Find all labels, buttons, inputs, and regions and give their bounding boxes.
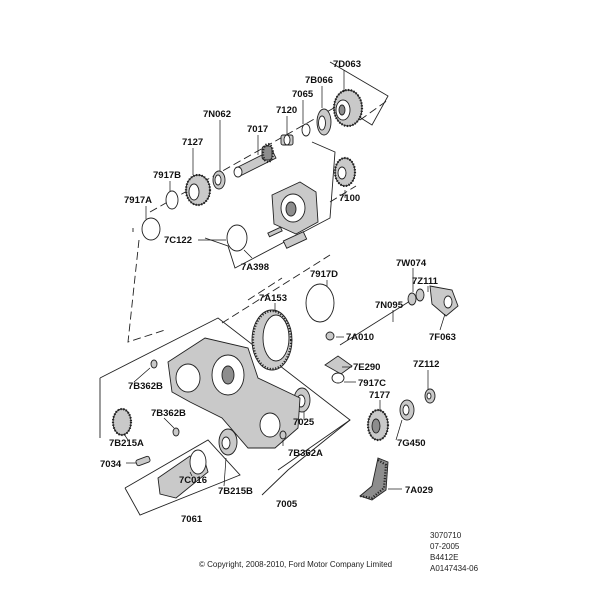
drawing-revision: B4412E bbox=[430, 553, 458, 562]
label-7F063: 7F063 bbox=[429, 332, 456, 343]
chain-7A029-drawing bbox=[359, 457, 389, 501]
gear-7D063-drawing bbox=[332, 88, 364, 128]
shift-rail-7N095-drawing bbox=[339, 285, 459, 346]
copyright-notice: © Copyright, 2008-2010, Ford Motor Compa… bbox=[199, 560, 392, 569]
part-7120-drawing bbox=[280, 134, 294, 146]
drawing-reference: A0147434-06 bbox=[430, 564, 479, 573]
label-7A398: 7A398 bbox=[241, 262, 269, 273]
leader-lines bbox=[123, 70, 446, 490]
fork-7E290-drawing bbox=[324, 355, 353, 375]
label-7025: 7025 bbox=[293, 417, 315, 428]
label-7E290: 7E290 bbox=[353, 362, 380, 373]
drawing-code: 3070710 bbox=[430, 531, 462, 540]
snap-ring-7917B-drawing bbox=[165, 190, 179, 210]
label-7C122: 7C122 bbox=[164, 235, 192, 246]
label-7A153: 7A153 bbox=[259, 293, 287, 304]
label-7B362A: 7B362A bbox=[288, 448, 323, 459]
label-7005: 7005 bbox=[276, 499, 298, 510]
gear-7100-drawing bbox=[333, 156, 357, 188]
label-7B362B-upper: 7B362B bbox=[128, 381, 163, 392]
label-7A010: 7A010 bbox=[346, 332, 374, 343]
snap-ring-7917A-drawing bbox=[141, 217, 161, 241]
seal-7B215A-drawing bbox=[111, 407, 133, 437]
ring-gear-7A153-drawing bbox=[251, 309, 293, 371]
snap-ring-7C122-drawing bbox=[226, 224, 248, 252]
label-7G450: 7G450 bbox=[397, 438, 426, 449]
label-7N095: 7N095 bbox=[375, 300, 404, 311]
snap-ring-7917C-drawing bbox=[331, 372, 345, 384]
part-7A010-drawing bbox=[325, 331, 335, 341]
label-7061: 7061 bbox=[181, 514, 203, 525]
label-7065: 7065 bbox=[292, 89, 314, 100]
gear-7177-drawing bbox=[366, 408, 390, 442]
carrier-assembly-drawing bbox=[267, 181, 319, 249]
seal-7B215B-drawing bbox=[218, 428, 238, 456]
label-7127: 7127 bbox=[182, 137, 203, 148]
bearing-7Z112-drawing bbox=[424, 388, 436, 404]
label-7034: 7034 bbox=[100, 459, 122, 470]
part-7034-drawing bbox=[135, 455, 151, 467]
label-7917D: 7917D bbox=[310, 269, 338, 280]
label-7120: 7120 bbox=[276, 105, 297, 116]
label-7B066: 7B066 bbox=[305, 75, 333, 86]
label-7B362B-lower: 7B362B bbox=[151, 408, 186, 419]
label-7D063: 7D063 bbox=[333, 59, 361, 70]
label-7A029: 7A029 bbox=[405, 485, 433, 496]
label-7917C: 7917C bbox=[358, 378, 386, 389]
label-7C016: 7C016 bbox=[179, 475, 207, 486]
parts-drawings bbox=[111, 88, 459, 501]
label-7100: 7100 bbox=[339, 193, 360, 204]
part-7065-drawing bbox=[301, 123, 311, 137]
bearing-7N062-drawing bbox=[212, 170, 226, 190]
label-7917B: 7917B bbox=[153, 170, 181, 181]
part-labels: 7D063 7B066 7065 7N062 7120 7017 7127 79… bbox=[100, 59, 456, 525]
label-7W074: 7W074 bbox=[396, 258, 427, 269]
bearing-7B066-drawing bbox=[316, 108, 332, 136]
plug-7B362A-drawing bbox=[279, 430, 287, 440]
case-7005-drawing bbox=[167, 337, 301, 449]
drawing-date: 07-2005 bbox=[430, 542, 460, 551]
snap-ring-7917D-drawing bbox=[305, 283, 335, 323]
label-7Z111: 7Z111 bbox=[412, 276, 439, 287]
label-7017: 7017 bbox=[247, 124, 268, 135]
yoke-7C016-drawing bbox=[157, 449, 209, 499]
drawing-metadata: 3070710 07-2005 B4412E A0147434-06 © Cop… bbox=[199, 531, 479, 573]
plug-7B362B-drawing bbox=[150, 359, 180, 437]
bearing-7G450-drawing bbox=[399, 399, 415, 421]
label-7B215B: 7B215B bbox=[218, 486, 253, 497]
label-7Z112: 7Z112 bbox=[413, 359, 439, 370]
shaft-7017-drawing bbox=[233, 142, 277, 178]
label-7N062: 7N062 bbox=[203, 109, 231, 120]
label-7917A: 7917A bbox=[124, 195, 152, 206]
label-7B215A: 7B215A bbox=[109, 438, 144, 449]
gear-7127-drawing bbox=[184, 173, 212, 207]
label-7177: 7177 bbox=[369, 390, 390, 401]
